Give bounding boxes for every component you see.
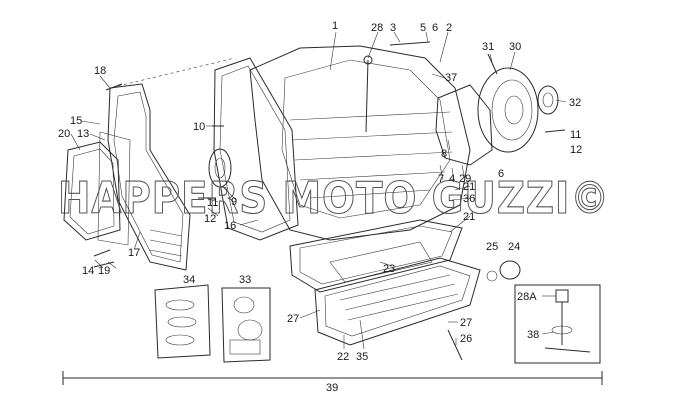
callout: 18 bbox=[94, 65, 106, 77]
top-bolt bbox=[389, 41, 431, 46]
oil-seal bbox=[537, 85, 559, 115]
callout: 28 bbox=[371, 22, 383, 34]
filler-cap bbox=[486, 260, 521, 282]
callout: 29 bbox=[459, 173, 471, 185]
callout: 11 bbox=[207, 197, 218, 209]
callout: 3 bbox=[390, 22, 396, 34]
gasket-kit-34 bbox=[154, 284, 211, 359]
callout: 35 bbox=[356, 351, 368, 363]
callout: 26 bbox=[460, 333, 472, 345]
sump-plug bbox=[447, 329, 463, 361]
callout: 8 bbox=[441, 148, 447, 160]
callout: 2 bbox=[446, 22, 452, 34]
callout: 20 bbox=[58, 128, 70, 140]
callout: 38 bbox=[527, 329, 539, 341]
fasteners bbox=[93, 83, 566, 268]
watermark-text: HAPPERS MOTO GUZZI© bbox=[58, 173, 610, 224]
callout: 32 bbox=[569, 97, 581, 109]
callout: 39 bbox=[326, 382, 338, 394]
timing-gasket bbox=[213, 57, 299, 241]
callout: 21 bbox=[463, 181, 475, 193]
callout: 21 bbox=[463, 211, 475, 223]
callout: 36 bbox=[463, 193, 475, 205]
callout: 22 bbox=[337, 351, 349, 363]
callout: 6 bbox=[432, 22, 438, 34]
callout: 37 bbox=[445, 72, 457, 84]
callout: 5 bbox=[420, 22, 426, 34]
seal-ring bbox=[208, 148, 232, 188]
callout: 15 bbox=[70, 115, 82, 127]
oil-filter-plate bbox=[329, 241, 433, 283]
leader-lines bbox=[70, 31, 567, 350]
bell-housing bbox=[477, 67, 539, 153]
crankcase bbox=[249, 45, 471, 241]
callout: 10 bbox=[193, 121, 205, 133]
callout: 34 bbox=[183, 274, 195, 286]
callout: 24 bbox=[508, 241, 520, 253]
callout: 30 bbox=[509, 41, 521, 53]
callout: 19 bbox=[98, 265, 110, 277]
sump-gasket bbox=[289, 219, 463, 293]
assembly-span-line bbox=[62, 371, 603, 385]
oil-sump bbox=[314, 257, 481, 346]
callout: 11 bbox=[570, 129, 581, 141]
callout: 16 bbox=[224, 220, 236, 232]
callout: 28A bbox=[517, 291, 537, 303]
callout: 6 bbox=[498, 168, 504, 180]
callout: 9 bbox=[231, 196, 237, 208]
callout: 12 bbox=[570, 144, 582, 156]
callout: 1 bbox=[332, 20, 338, 32]
callout: 31 bbox=[482, 41, 494, 53]
callout: 12 bbox=[204, 213, 216, 225]
callout: 23 bbox=[383, 263, 395, 275]
cover-gasket bbox=[97, 131, 131, 246]
callout: 13 bbox=[77, 128, 89, 140]
callout: 7 bbox=[438, 173, 444, 185]
callout: 14 bbox=[82, 265, 94, 277]
callout-labels: 1 28 3 5 6 2 31 30 18 37 32 15 20 13 10 … bbox=[58, 20, 582, 394]
callout: 25 bbox=[486, 241, 498, 253]
front-cover-plate bbox=[63, 141, 121, 241]
gasket-kit-33 bbox=[221, 287, 271, 363]
rear-gasket bbox=[435, 84, 493, 166]
oil-pump-bolt bbox=[487, 53, 498, 75]
callout: 27 bbox=[287, 313, 299, 325]
callout: 17 bbox=[128, 247, 140, 259]
callout: 4 bbox=[449, 173, 455, 185]
callout: 27 bbox=[460, 317, 472, 329]
dipstick bbox=[363, 55, 373, 133]
callout: 33 bbox=[239, 274, 251, 286]
